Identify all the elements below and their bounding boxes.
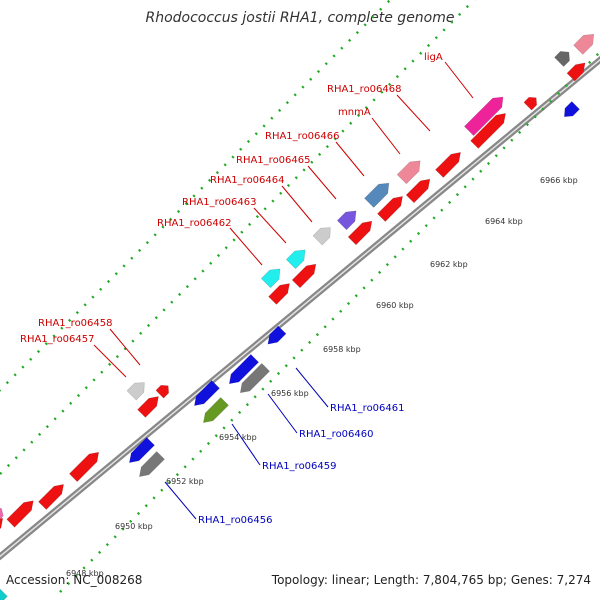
gene-label-connector <box>229 227 263 266</box>
forward-gene <box>470 113 506 149</box>
forward-gene <box>435 152 461 178</box>
reverse-gene <box>267 325 287 345</box>
reverse-gene <box>239 362 271 394</box>
feature-block <box>126 382 145 401</box>
guide-line-1 <box>0 0 476 475</box>
tick-label: 6950 kbp <box>115 522 153 531</box>
forward-gene <box>6 500 34 528</box>
feature-block <box>554 51 570 67</box>
forward-gene <box>566 62 586 82</box>
gene-label-connector <box>109 328 141 366</box>
length-label: Length: <box>373 573 420 587</box>
accession-value: NC_008268 <box>73 573 143 587</box>
feature-block <box>285 249 306 270</box>
feature-block <box>463 96 504 137</box>
feature-block <box>573 33 595 55</box>
tick-label: 6958 kbp <box>323 345 361 354</box>
reverse-gene <box>194 380 220 406</box>
gene-label-connector <box>396 94 431 132</box>
topology-value: linear <box>331 573 366 587</box>
genome-backbone-highlight <box>0 58 600 558</box>
feature-block <box>0 507 4 520</box>
gene-label: mnmA <box>338 107 371 118</box>
feature-block <box>312 227 331 246</box>
tick-label: 6948 kbp <box>66 569 104 578</box>
tick-label: 6964 kbp <box>485 217 523 226</box>
guide-line-3 <box>0 0 392 392</box>
gene-label: RHA1_ro06457 <box>20 334 95 345</box>
reverse-gene <box>129 437 155 463</box>
tick-label: 6962 kbp <box>430 260 468 269</box>
gene-label: RHA1_ro06466 <box>265 131 340 142</box>
tick-label: 6956 kbp <box>271 389 309 398</box>
guide-line-2 <box>59 50 600 593</box>
gene-label-connector <box>335 141 365 177</box>
reverse-gene <box>139 451 165 477</box>
forward-gene <box>523 96 538 111</box>
forward-gene <box>38 484 64 510</box>
tick-label: 6960 kbp <box>376 301 414 310</box>
tick-label: 6954 kbp <box>219 433 257 442</box>
feature-block <box>336 210 357 231</box>
gene-label: RHA1_ro06461 <box>330 403 405 414</box>
forward-gene <box>155 384 170 399</box>
genes-label: Genes: <box>510 573 553 587</box>
gene-label-connector <box>93 344 127 378</box>
gene-label-connector <box>253 207 287 244</box>
gene-label-connector <box>231 423 261 466</box>
gene-label-connector <box>295 367 329 408</box>
feature-block <box>260 268 281 289</box>
forward-gene <box>291 263 317 289</box>
gene-label: RHA1_ro06459 <box>262 461 337 472</box>
reverse-gene <box>228 353 260 385</box>
forward-gene <box>137 396 159 418</box>
forward-gene <box>0 517 4 530</box>
reverse-gene <box>563 101 580 118</box>
reverse-gene <box>203 397 229 423</box>
forward-gene <box>268 283 290 305</box>
gene-label: RHA1_ro06465 <box>236 155 311 166</box>
gene-label-connector <box>307 165 337 200</box>
genes-value: 7,274 <box>556 573 591 587</box>
gene-label-connector <box>267 393 298 434</box>
forward-gene <box>347 220 373 246</box>
gene-label-connector <box>371 117 401 155</box>
reverse-gene <box>0 588 8 600</box>
accession-label: Accession: <box>6 573 70 587</box>
forward-gene <box>377 196 403 222</box>
feature-block <box>396 160 421 185</box>
gene-label: RHA1_ro06456 <box>198 515 273 526</box>
feature-block <box>364 182 390 208</box>
gene-label: RHA1_ro06463 <box>182 197 257 208</box>
tick-label: 6952 kbp <box>166 477 204 486</box>
length-value: 7,804,765 bp <box>422 573 503 587</box>
gene-label: RHA1_ro06458 <box>38 318 113 329</box>
forward-gene <box>405 178 431 204</box>
gene-label: RHA1_ro06460 <box>299 429 374 440</box>
gene-label-connector <box>164 481 197 520</box>
forward-gene <box>68 451 100 483</box>
gene-label: RHA1_ro06464 <box>210 175 285 186</box>
genome-summary: Topology: linear; Length: 7,804,765 bp; … <box>271 573 591 587</box>
gene-label: RHA1_ro06468 <box>327 84 402 95</box>
topology-label: Topology: <box>271 573 328 587</box>
accession-info: Accession: NC_008268 <box>6 573 142 587</box>
gene-label: RHA1_ro06462 <box>157 218 232 229</box>
tick-label: 6966 kbp <box>540 176 578 185</box>
gene-label: ligA <box>424 52 443 63</box>
genome-title: Rhodococcus jostii RHA1, complete genome <box>145 10 455 26</box>
gene-label-connector <box>444 61 474 99</box>
gene-label-connector <box>281 185 313 223</box>
